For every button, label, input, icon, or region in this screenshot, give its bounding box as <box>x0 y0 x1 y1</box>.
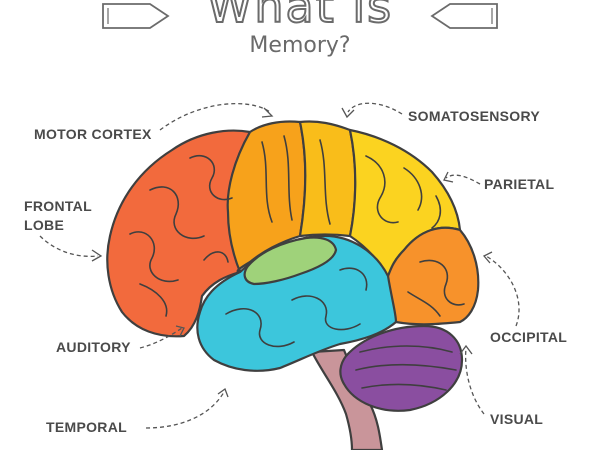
arrow-parietal <box>445 174 481 185</box>
label-auditory: AUDITORY <box>56 339 131 355</box>
somatosensory-region <box>298 120 357 238</box>
arrow-somatosensory <box>347 102 403 115</box>
arrow-auditory <box>139 327 183 349</box>
title-main: What is <box>207 0 393 33</box>
brain <box>106 120 480 450</box>
label-visual: VISUAL <box>490 411 543 427</box>
arrow-visual <box>464 347 485 415</box>
region-labels: MOTOR CORTEX SOMATOSENSORY PARIETAL FRON… <box>24 108 567 435</box>
banner-right-arrow <box>430 3 498 29</box>
label-parietal: PARIETAL <box>484 176 554 192</box>
leader-arrows <box>39 102 520 429</box>
label-frontal-line1: FRONTAL <box>24 198 92 214</box>
banner-left-arrow <box>102 3 170 29</box>
auditory-region <box>243 236 338 286</box>
title-banner: What is Memory? <box>102 0 498 58</box>
title-sub: Memory? <box>249 33 350 58</box>
arrow-occipital <box>485 255 520 327</box>
label-temporal: TEMPORAL <box>46 419 127 435</box>
arrow-motor-cortex <box>159 103 271 131</box>
brain-folds <box>129 135 465 391</box>
arrow-temporal <box>145 391 225 429</box>
label-frontal-line2: LOBE <box>24 217 64 233</box>
label-somatosensory: SOMATOSENSORY <box>408 108 540 124</box>
label-motor-cortex: MOTOR CORTEX <box>34 126 152 142</box>
label-occipital: OCCIPITAL <box>490 329 567 345</box>
arrow-frontal <box>39 235 99 258</box>
